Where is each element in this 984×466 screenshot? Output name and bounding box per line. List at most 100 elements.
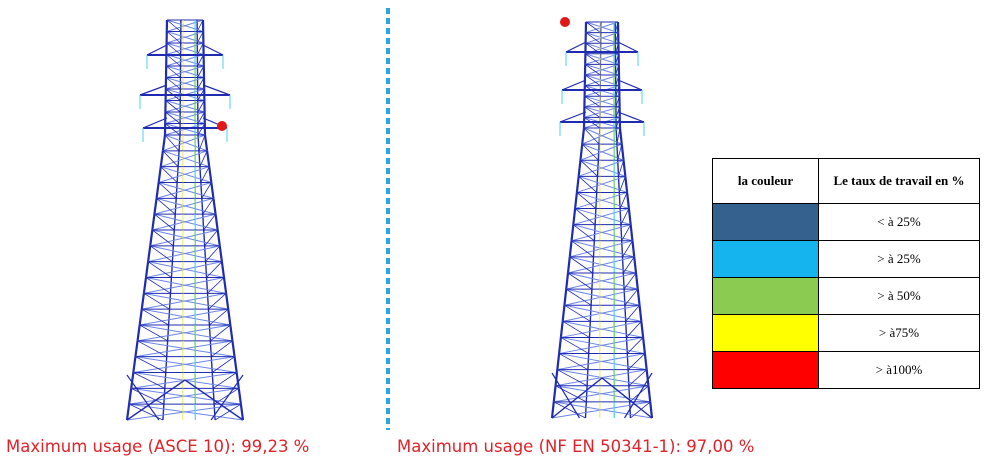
tower-leg — [574, 192, 578, 209]
tower-brace — [576, 175, 626, 193]
legend-label: > à100% — [818, 351, 980, 389]
tower-leg-inner — [585, 385, 588, 402]
tower-brace — [198, 134, 206, 151]
tower-leg — [570, 224, 575, 241]
tower-brace — [165, 111, 181, 124]
tower-brace — [143, 292, 170, 310]
tower-leg — [125, 404, 131, 421]
tower-leg-inner — [166, 340, 169, 357]
tower-leg-inner — [592, 256, 595, 274]
tower-leg — [563, 288, 568, 306]
tower-brace — [137, 340, 167, 358]
tower-brace — [583, 127, 600, 145]
tower-leg — [237, 388, 242, 405]
tower-brace — [627, 353, 646, 370]
tower-leg — [577, 160, 582, 177]
legend-row: > à75% — [712, 314, 980, 352]
left-tower-model — [125, 19, 245, 421]
tower-leg — [210, 182, 215, 199]
tower-brace — [614, 32, 619, 44]
tower-brace — [615, 96, 620, 107]
tower-leg-inner — [592, 240, 595, 257]
tower-cross-arm — [561, 79, 587, 91]
tower-brace — [160, 166, 178, 183]
tower-brace — [569, 240, 633, 258]
tower-brace — [622, 256, 635, 274]
tower-cross-arm — [559, 111, 587, 123]
tower-brace — [621, 224, 632, 241]
usage-legend-table: la couleur Le taux de travail en % < à 2… — [712, 158, 980, 389]
legend-swatch — [712, 351, 819, 389]
tower-leg — [218, 245, 223, 262]
tower-leg-inner — [204, 261, 208, 278]
tower-brace — [624, 288, 639, 306]
tower-brace — [630, 401, 651, 419]
left-caption: Maximum usage (ASCE 10): 99,23 % — [6, 437, 310, 456]
tower-cross-arm — [139, 84, 168, 96]
tower-leg — [568, 240, 573, 258]
tower-brace — [197, 65, 205, 78]
tower-leg — [147, 245, 152, 262]
tower-leg — [647, 385, 652, 403]
tower-brace — [166, 54, 181, 67]
tower-brace — [149, 245, 173, 262]
tower-leg-inner — [590, 289, 593, 306]
tower-leg — [631, 240, 636, 258]
tower-brace — [583, 127, 622, 145]
tower-leg-inner — [211, 372, 214, 389]
legend-swatch — [712, 314, 819, 352]
tower-brace — [576, 191, 630, 210]
tower-leg-inner — [173, 214, 176, 231]
tower-leg-inner — [172, 229, 175, 246]
tower-brace — [584, 74, 601, 86]
tower-leg — [136, 324, 141, 341]
tower-leg — [203, 134, 209, 151]
tower-leg-inner — [626, 353, 629, 370]
tower-leg — [640, 321, 645, 338]
tower-cross-arm — [617, 41, 639, 53]
tower-leg — [212, 198, 217, 215]
tower-leg — [216, 229, 221, 246]
tower-brace — [614, 21, 619, 33]
tower-brace — [203, 213, 216, 231]
tower-brace — [139, 308, 229, 326]
tower-brace — [214, 403, 242, 421]
tower-leg-inner — [596, 160, 599, 177]
tower-leg — [235, 372, 240, 389]
tower-leg — [132, 356, 137, 373]
tower-brace — [210, 324, 231, 342]
tower-brace — [158, 182, 214, 199]
tower-brace — [566, 272, 637, 290]
tower-leg — [558, 337, 562, 354]
tower-leg-inner — [212, 388, 215, 405]
tower-brace — [165, 100, 181, 113]
tower-brace — [212, 372, 237, 389]
tower-brace — [585, 53, 601, 65]
tower-brace — [580, 143, 622, 161]
tower-brace — [618, 176, 626, 193]
tower-leg-inner — [208, 324, 212, 341]
tower-leg-inner — [166, 324, 170, 341]
tower-leg — [572, 208, 577, 225]
tower-brace — [154, 213, 218, 231]
tower-brace — [165, 111, 205, 124]
tower-leg-inner — [203, 229, 206, 246]
tower-brace — [156, 197, 216, 215]
tower-brace — [626, 321, 642, 338]
tower-brace — [197, 123, 206, 136]
tower-leg-inner — [169, 277, 173, 294]
tower-brace — [553, 401, 586, 419]
tower-leg-inner — [625, 321, 628, 338]
tower-brace — [585, 53, 619, 65]
tower-leg-inner — [171, 245, 175, 262]
tower-leg-inner — [597, 144, 600, 161]
tower-brace — [571, 240, 594, 258]
tower-leg-inner — [588, 321, 591, 338]
tower-brace — [576, 192, 597, 209]
tower-leg-inner — [177, 150, 180, 167]
tower-brace — [619, 192, 628, 209]
tower-brace — [196, 19, 204, 32]
tower-leg — [634, 272, 639, 290]
tower-brace — [585, 32, 601, 44]
tower-brace — [584, 74, 620, 87]
